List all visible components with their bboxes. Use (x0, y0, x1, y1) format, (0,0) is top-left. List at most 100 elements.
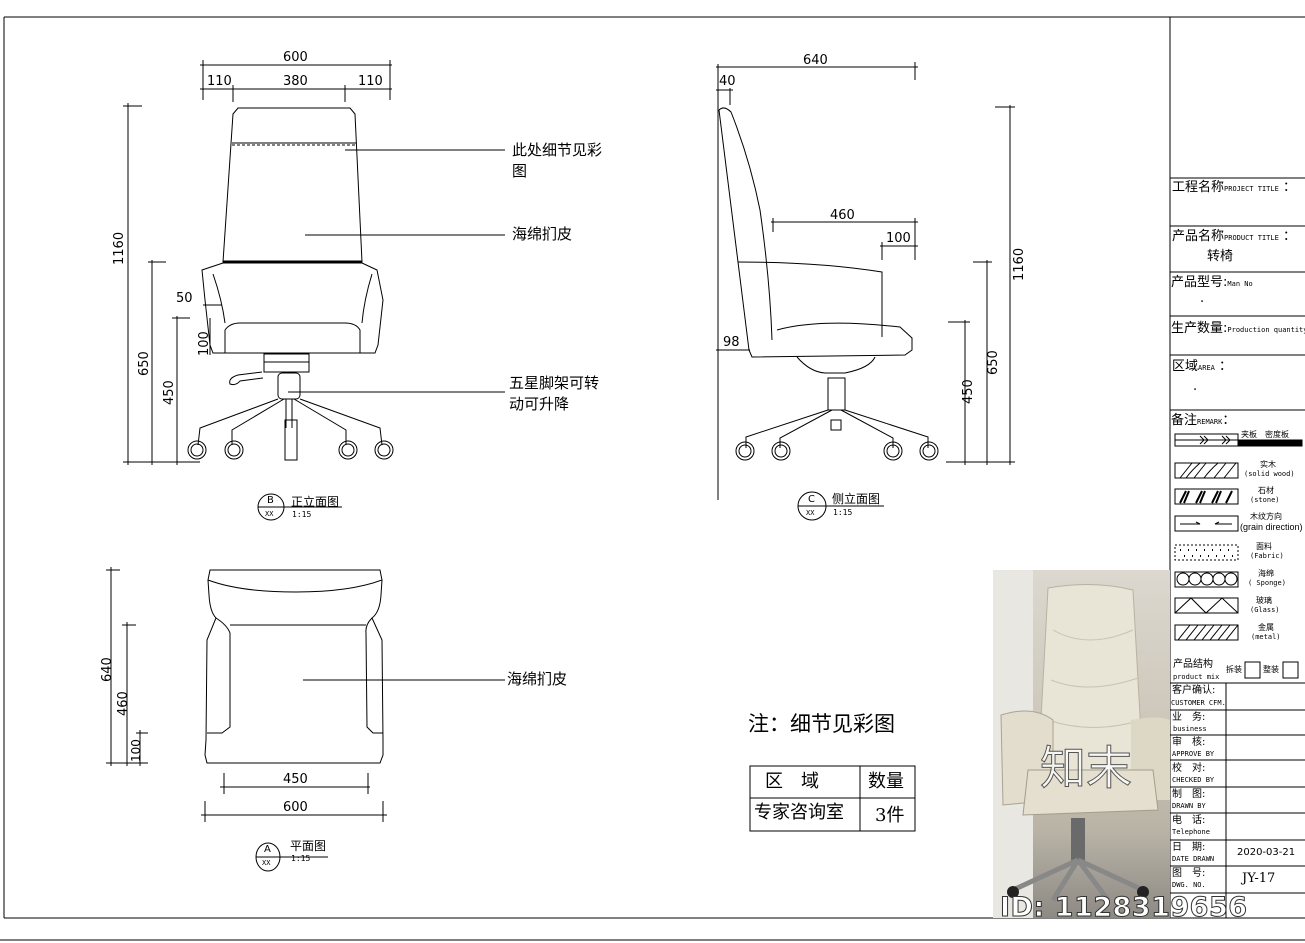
area-en: AREA (1198, 364, 1215, 372)
plan-view-scale: 1:15 (291, 854, 311, 863)
area-cn: 区域 (1172, 359, 1199, 374)
fabric-swatch (1174, 544, 1239, 561)
plan-leader-sponge-text: 海绵扪皮 (507, 670, 568, 688)
colon: ： (1219, 359, 1233, 374)
leader-base-text-2: 动可升降 (509, 395, 570, 413)
plan-view-title: 平面图 (290, 839, 327, 853)
legend-stone-cn: 石材 (1258, 486, 1274, 495)
legend-solid-wood-cn: 实木 (1260, 460, 1276, 469)
plan-label-letter: A (264, 844, 271, 855)
colon: : (1223, 275, 1228, 290)
product-mix-option-assembled[interactable]: 整装 (1263, 665, 1279, 674)
side-dim-arm-height: 650 (986, 350, 1001, 375)
sponge-swatch (1174, 571, 1239, 588)
material-legend-swatches (1174, 433, 1303, 641)
metal-swatch (1174, 624, 1239, 641)
legend-metal-cn: 金属 (1258, 623, 1274, 632)
date-cn: 日 期: (1172, 842, 1206, 853)
side-dim-depth: 640 (803, 53, 828, 68)
project-title-cn: 工程名称 (1172, 180, 1225, 195)
front-dim-left: 110 (207, 74, 232, 89)
front-dim-total-width: 600 (283, 50, 308, 65)
table-header-quantity: 数量 (868, 771, 904, 792)
plan-dim-seat-depth: 460 (116, 691, 131, 716)
quantity-cn: 生产数量 (1171, 321, 1224, 336)
drawn-cn: 制 图: (1172, 789, 1206, 800)
detail-note: 注：细节见彩图 (748, 712, 895, 736)
legend-sponge-en: ( Sponge) (1248, 579, 1286, 587)
front-dim-right: 110 (358, 74, 383, 89)
front-chair-outline (187, 107, 394, 461)
side-view-title: 侧立面图 (832, 492, 881, 506)
legend-plywood-label: 夹板 密度板 (1241, 430, 1289, 439)
legend-solid-wood-en: (solid wood) (1244, 470, 1295, 478)
front-dim-height: 1160 (112, 231, 127, 265)
side-dim-height: 1160 (1012, 247, 1027, 281)
telephone-cn: 电 话: (1172, 815, 1206, 826)
quantity-field: 生产数量:Production quantity (1171, 322, 1305, 335)
model-no-field: 产品型号:Man No (1171, 276, 1253, 289)
plan-dim-seat-width: 450 (283, 772, 308, 787)
front-view-label-circle (257, 493, 342, 521)
drawn-en: DRAWN BY (1172, 802, 1206, 810)
product-mix-cn: 产品结构 (1173, 659, 1213, 670)
customer-confirm-cn: 客户确认: (1172, 685, 1216, 696)
remark-cn: 备注 (1171, 413, 1198, 428)
table-cell-quantity: 3件 (875, 805, 905, 826)
model-no-cn: 产品型号 (1171, 275, 1224, 290)
product-title-field: 产品名称PRODUCT TITLE ： (1172, 230, 1296, 243)
front-dim-arm-height: 650 (137, 351, 152, 376)
remark-en: REMARK (1197, 418, 1223, 426)
product-mix-en: product mix (1173, 673, 1220, 681)
side-dimension-lines (716, 62, 1015, 500)
front-dim-middle: 380 (283, 74, 308, 89)
project-title-en: PROJECT TITLE (1224, 185, 1279, 193)
legend-grain-cn: 木纹方向 (1250, 512, 1282, 521)
checked-en: CHECKED BY (1172, 776, 1215, 784)
product-title-cn: 产品名称 (1172, 229, 1225, 244)
area-field: 区域AREA ： (1172, 360, 1232, 373)
legend-glass-en: (Glass) (1250, 606, 1280, 614)
glass-swatch (1174, 597, 1239, 614)
checked-cn: 校 对: (1172, 763, 1206, 774)
front-label-letter: B (267, 495, 274, 506)
model-no-en: Man No (1227, 280, 1253, 288)
area-value: . (1193, 379, 1198, 394)
quantity-table-grid (749, 765, 916, 832)
side-label-letter: C (808, 494, 815, 505)
customer-confirm-en: CUSTOMER CFM. (1171, 699, 1226, 707)
front-label-sheet: XX (265, 510, 274, 518)
plan-view-label-circle (255, 842, 328, 872)
grain-direction-swatch (1174, 515, 1239, 532)
side-dim-seat-depth: 460 (830, 208, 855, 223)
front-dimension-lines (123, 60, 392, 465)
leader-sponge-text: 海绵扪皮 (512, 225, 573, 243)
leader-base-text-1: 五星脚架可转 (509, 374, 600, 392)
front-view-scale: 1:15 (292, 510, 312, 519)
date-value: 2020-03-21 (1237, 847, 1296, 858)
title-block-grid (1170, 177, 1305, 918)
leader-detail-text-2: 图 (512, 162, 528, 180)
side-view-label-circle (797, 491, 884, 521)
table-header-area: 区 域 (765, 771, 819, 792)
reference-photo (993, 570, 1170, 918)
drawing-no-cn: 图 号: (1172, 868, 1206, 879)
front-dim-arm-inset: 50 (176, 291, 193, 306)
stone-swatch (1174, 488, 1239, 505)
side-dim-arm-front: 100 (886, 231, 911, 246)
quantity-en: Production quantity (1227, 326, 1305, 334)
plan-dim-depth: 640 (100, 657, 115, 682)
table-cell-area: 专家咨询室 (754, 802, 844, 823)
legend-metal-en: (metal) (1251, 633, 1281, 641)
plan-chair-outline (204, 569, 384, 764)
side-dim-back-bottom: 98 (723, 335, 740, 350)
approve-cn: 审 核: (1172, 737, 1206, 748)
leader-detail-text-1: 此处细节见彩 (512, 141, 603, 159)
side-view-scale: 1:15 (833, 508, 853, 517)
product-title-en: PRODUCT TITLE (1224, 234, 1279, 242)
front-view-title: 正立面图 (291, 495, 340, 509)
date-en: DATE DRAWN (1172, 855, 1215, 863)
side-dim-seat-height: 450 (961, 379, 976, 404)
product-mix-option-knockdown[interactable]: 拆装 (1226, 665, 1242, 674)
